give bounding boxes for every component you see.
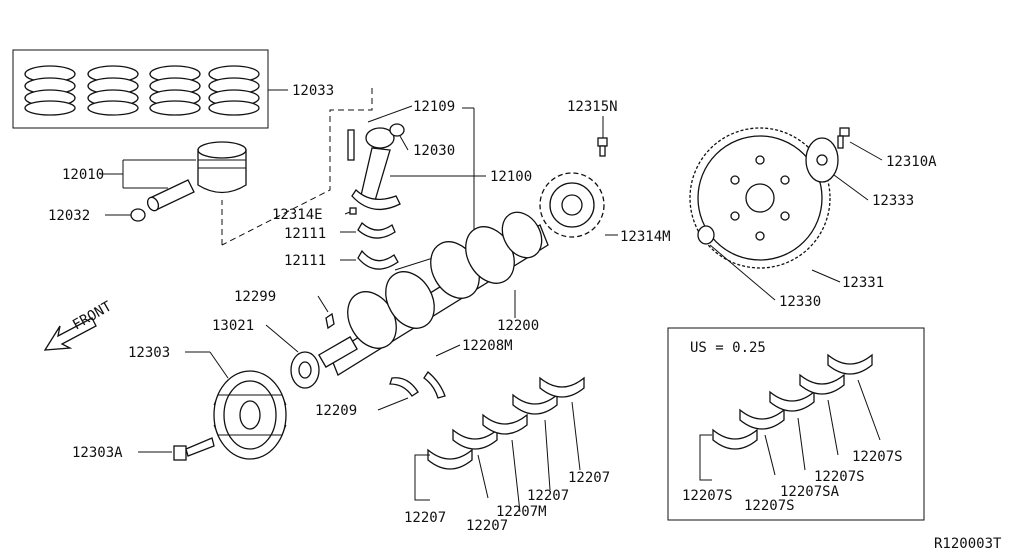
main-bearing-set[interactable] <box>427 376 585 470</box>
pulley-bolt[interactable] <box>173 437 215 461</box>
label-12111-upper: 12111 <box>284 226 326 242</box>
connecting-rod[interactable] <box>347 127 401 211</box>
label-12207M: 12207M <box>496 504 547 520</box>
label-12207-d: 12207 <box>568 470 610 486</box>
thrust-bearing-upper[interactable] <box>423 371 446 399</box>
label-12333: 12333 <box>872 193 914 209</box>
label-13021: 13021 <box>212 318 254 334</box>
label-us-12207S-b: 12207S <box>744 498 795 514</box>
crank-sprocket[interactable] <box>539 172 605 238</box>
label-12209: 12209 <box>315 403 357 419</box>
undersize-bearing-box <box>667 327 925 521</box>
label-12032: 12032 <box>48 208 90 224</box>
label-12033: 12033 <box>292 83 334 99</box>
flywheel[interactable] <box>689 127 831 269</box>
piston-pin[interactable] <box>146 179 195 212</box>
label-12030: 12030 <box>413 143 455 159</box>
reference-code: R120003T <box>934 536 1002 552</box>
label-12310A: 12310A <box>886 154 937 170</box>
snap-ring[interactable] <box>130 208 146 222</box>
crankshaft[interactable] <box>318 205 550 376</box>
piston[interactable] <box>197 141 247 194</box>
undersize-main-bearing-set[interactable] <box>712 353 873 450</box>
thrust-bearing-lower[interactable] <box>389 377 419 397</box>
label-12314E: 12314E <box>272 207 323 223</box>
label-12200: 12200 <box>497 318 539 334</box>
undersize-note: US = 0.25 <box>690 340 766 356</box>
label-12111-lower: 12111 <box>284 253 326 269</box>
label-12109: 12109 <box>413 99 455 115</box>
piston-ring-set[interactable] <box>24 65 260 116</box>
label-us-12207SA: 12207SA <box>780 484 840 500</box>
connecting-rod-bushing[interactable] <box>389 123 405 137</box>
label-12330: 12330 <box>779 294 821 310</box>
flywheel-reinforcement-plate[interactable] <box>805 137 839 183</box>
front-arrow <box>43 317 97 351</box>
label-us-12207S-a: 12207S <box>682 488 733 504</box>
rod-bearing-upper[interactable] <box>357 221 396 239</box>
piston-ring-set-box <box>12 49 269 129</box>
label-12100: 12100 <box>490 169 532 185</box>
rod-bearing-lower[interactable] <box>357 249 399 270</box>
label-12315N: 12315N <box>567 99 618 115</box>
label-12208M: 12208M <box>462 338 513 354</box>
label-12331: 12331 <box>842 275 884 291</box>
crank-key[interactable] <box>325 312 335 330</box>
label-12303A: 12303A <box>72 445 123 461</box>
crank-pulley-sprocket[interactable] <box>290 351 320 389</box>
flywheel-bolt[interactable] <box>837 127 850 149</box>
pilot-bushing[interactable] <box>697 225 715 245</box>
sprocket-bolt[interactable] <box>597 137 608 157</box>
label-12207-b: 12207 <box>466 518 508 534</box>
label-12314M: 12314M <box>620 229 671 245</box>
label-12303: 12303 <box>128 345 170 361</box>
label-12299: 12299 <box>234 289 276 305</box>
label-12207-a: 12207 <box>404 510 446 526</box>
crank-pulley[interactable] <box>213 370 287 460</box>
label-us-12207S-d: 12207S <box>852 449 903 465</box>
rod-nut[interactable] <box>349 207 357 215</box>
label-12010: 12010 <box>62 167 104 183</box>
label-12207-c: 12207 <box>527 488 569 504</box>
label-us-12207S-c: 12207S <box>814 469 865 485</box>
